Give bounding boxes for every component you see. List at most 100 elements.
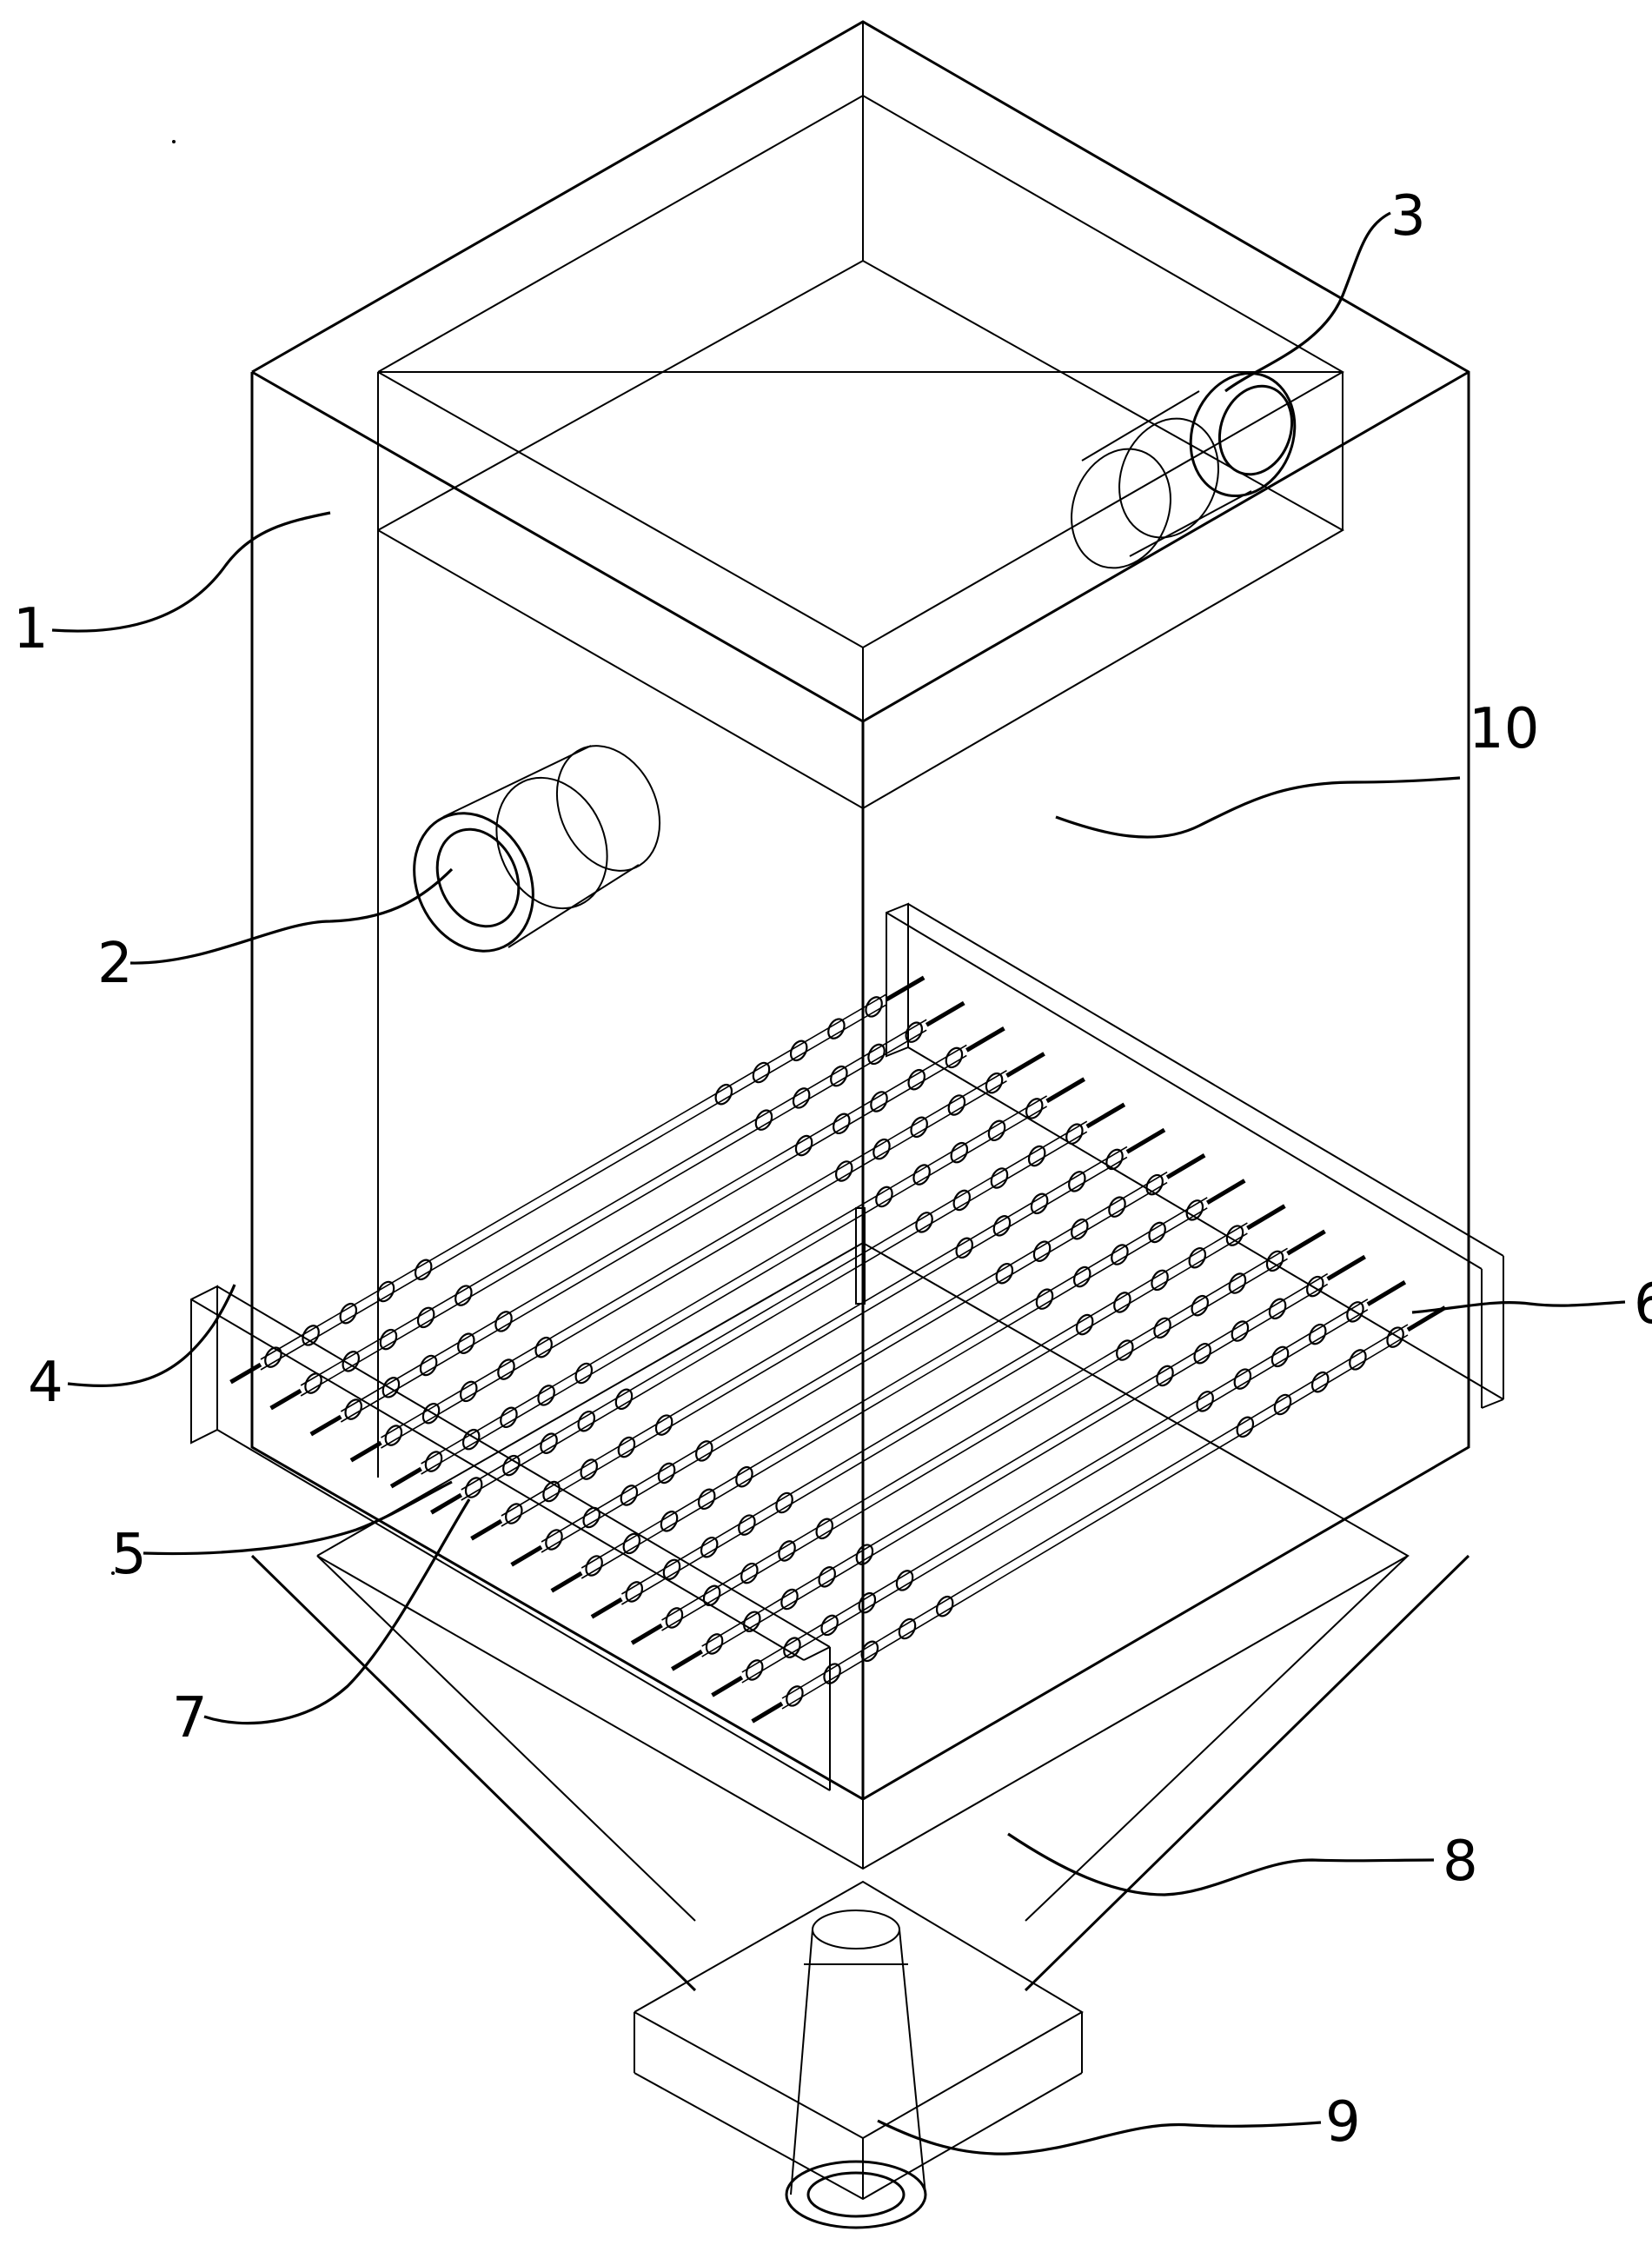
tube-collar [867, 1043, 886, 1066]
tube-collar [379, 1328, 398, 1351]
tube-collar [740, 1562, 759, 1584]
tube-collar [872, 1138, 891, 1160]
electrode-rod-end [1085, 1102, 1126, 1129]
tube-collar [264, 1346, 282, 1368]
tube-collar [577, 1410, 596, 1432]
tube-collar [700, 1536, 719, 1558]
reference-numerals: 1 2 3 4 5 6 7 8 9 10 [13, 184, 1652, 2155]
tube-collar [1271, 1345, 1290, 1368]
electrode-tube-line [300, 1029, 927, 1397]
tube-collar [1225, 1225, 1244, 1246]
tube-collar [935, 1595, 954, 1617]
tube-collar [1116, 1339, 1134, 1361]
electrode-rod-end [671, 1649, 703, 1671]
tube-collar [665, 1607, 684, 1629]
electrode-tube-line [741, 1309, 1369, 1684]
tube-collar [865, 996, 883, 1018]
label-6: 6 [1634, 1272, 1652, 1337]
electrode-tube-line [701, 1272, 1329, 1647]
tube-collar [454, 1285, 473, 1306]
tube-collar [1156, 1365, 1174, 1387]
tube-collar [461, 1428, 481, 1451]
tube-collar [987, 1119, 1006, 1142]
electrode-rod-end [550, 1571, 583, 1593]
electrode-tube-line [461, 1131, 1088, 1501]
tube-collar [1268, 1298, 1287, 1320]
label-1: 1 [13, 597, 49, 661]
tube-collar [702, 1584, 721, 1607]
electrode-tube-line [661, 1247, 1288, 1621]
tube-collar [1068, 1171, 1086, 1192]
tube-collar [827, 1018, 846, 1040]
tube-collar [1193, 1342, 1211, 1365]
electrode-rod-end [1366, 1280, 1407, 1306]
tube-collar [500, 1406, 518, 1429]
tube-collar [735, 1465, 753, 1488]
outlet-pipe [1071, 371, 1297, 569]
electrode-rod-end [965, 1026, 1005, 1053]
tube-collar [860, 1640, 879, 1663]
tube-collar [574, 1362, 594, 1385]
electrode-rod-end [349, 1440, 382, 1463]
tube-collar [1105, 1148, 1124, 1171]
tube-collar [695, 1440, 713, 1462]
label-8: 8 [1443, 1830, 1478, 1894]
tube-collar [783, 1637, 801, 1658]
tube-collar [416, 1306, 435, 1329]
tube-collar [1148, 1221, 1166, 1244]
tube-collar [820, 1614, 839, 1637]
electrode-rod-end [1165, 1153, 1206, 1179]
label-leaders [51, 211, 1626, 2155]
electrode-rod-end [389, 1466, 422, 1489]
tube-collar [1346, 1301, 1364, 1323]
tube-collar [1075, 1313, 1094, 1336]
tube-collar [995, 1262, 1014, 1285]
label-2: 2 [97, 932, 133, 996]
electrode-tube-line [300, 1019, 927, 1386]
tube-collar [419, 1354, 438, 1377]
bottom-box [634, 1880, 1084, 2201]
tube-collar [662, 1558, 681, 1581]
tube-collar [1113, 1292, 1131, 1313]
electrode-tube-line [541, 1171, 1168, 1543]
tube-collar [1153, 1317, 1171, 1339]
center-tie-bar [855, 1207, 866, 1305]
tube-collar [1349, 1349, 1367, 1371]
tube-collar [1032, 1240, 1052, 1262]
tube-collar [614, 1388, 634, 1411]
electrode-rod-end [925, 1000, 965, 1027]
electrode-tube-array [229, 975, 1447, 1724]
upper-chamber [377, 94, 1345, 1478]
tube-collar [738, 1514, 756, 1536]
tube-collar [1111, 1244, 1129, 1265]
electrode-tube-line [260, 1004, 887, 1371]
tube-collar [745, 1659, 764, 1681]
tube-collar [625, 1581, 644, 1603]
tube-collar [1185, 1199, 1204, 1221]
tube-collar [834, 1160, 853, 1182]
tube-collar [952, 1189, 972, 1212]
tube-collar [786, 1685, 804, 1707]
tube-collar [823, 1663, 841, 1684]
electrode-rod-end [1326, 1254, 1366, 1281]
electrode-tube-line [541, 1181, 1168, 1553]
tube-collar [870, 1091, 888, 1113]
electrode-tube-line [781, 1324, 1409, 1699]
hopper [250, 1241, 1470, 1992]
tube-collar [421, 1402, 441, 1425]
electrode-tube-line [701, 1283, 1329, 1657]
tube-collar [752, 1061, 771, 1084]
tube-collar [794, 1134, 813, 1157]
tube-collar [494, 1311, 513, 1332]
tube-collar [1386, 1326, 1404, 1348]
electrode-rod-end [470, 1518, 503, 1541]
electrode-tube-line [501, 1146, 1128, 1517]
tube-collar [505, 1503, 523, 1524]
electrode-rod-end [229, 1362, 262, 1385]
outer-housing [250, 20, 1470, 1801]
tube-collar [1310, 1371, 1330, 1393]
tube-collar [992, 1215, 1012, 1237]
electrode-tube-line [581, 1197, 1208, 1569]
tube-collar [657, 1462, 676, 1485]
label-3: 3 [1390, 184, 1426, 249]
